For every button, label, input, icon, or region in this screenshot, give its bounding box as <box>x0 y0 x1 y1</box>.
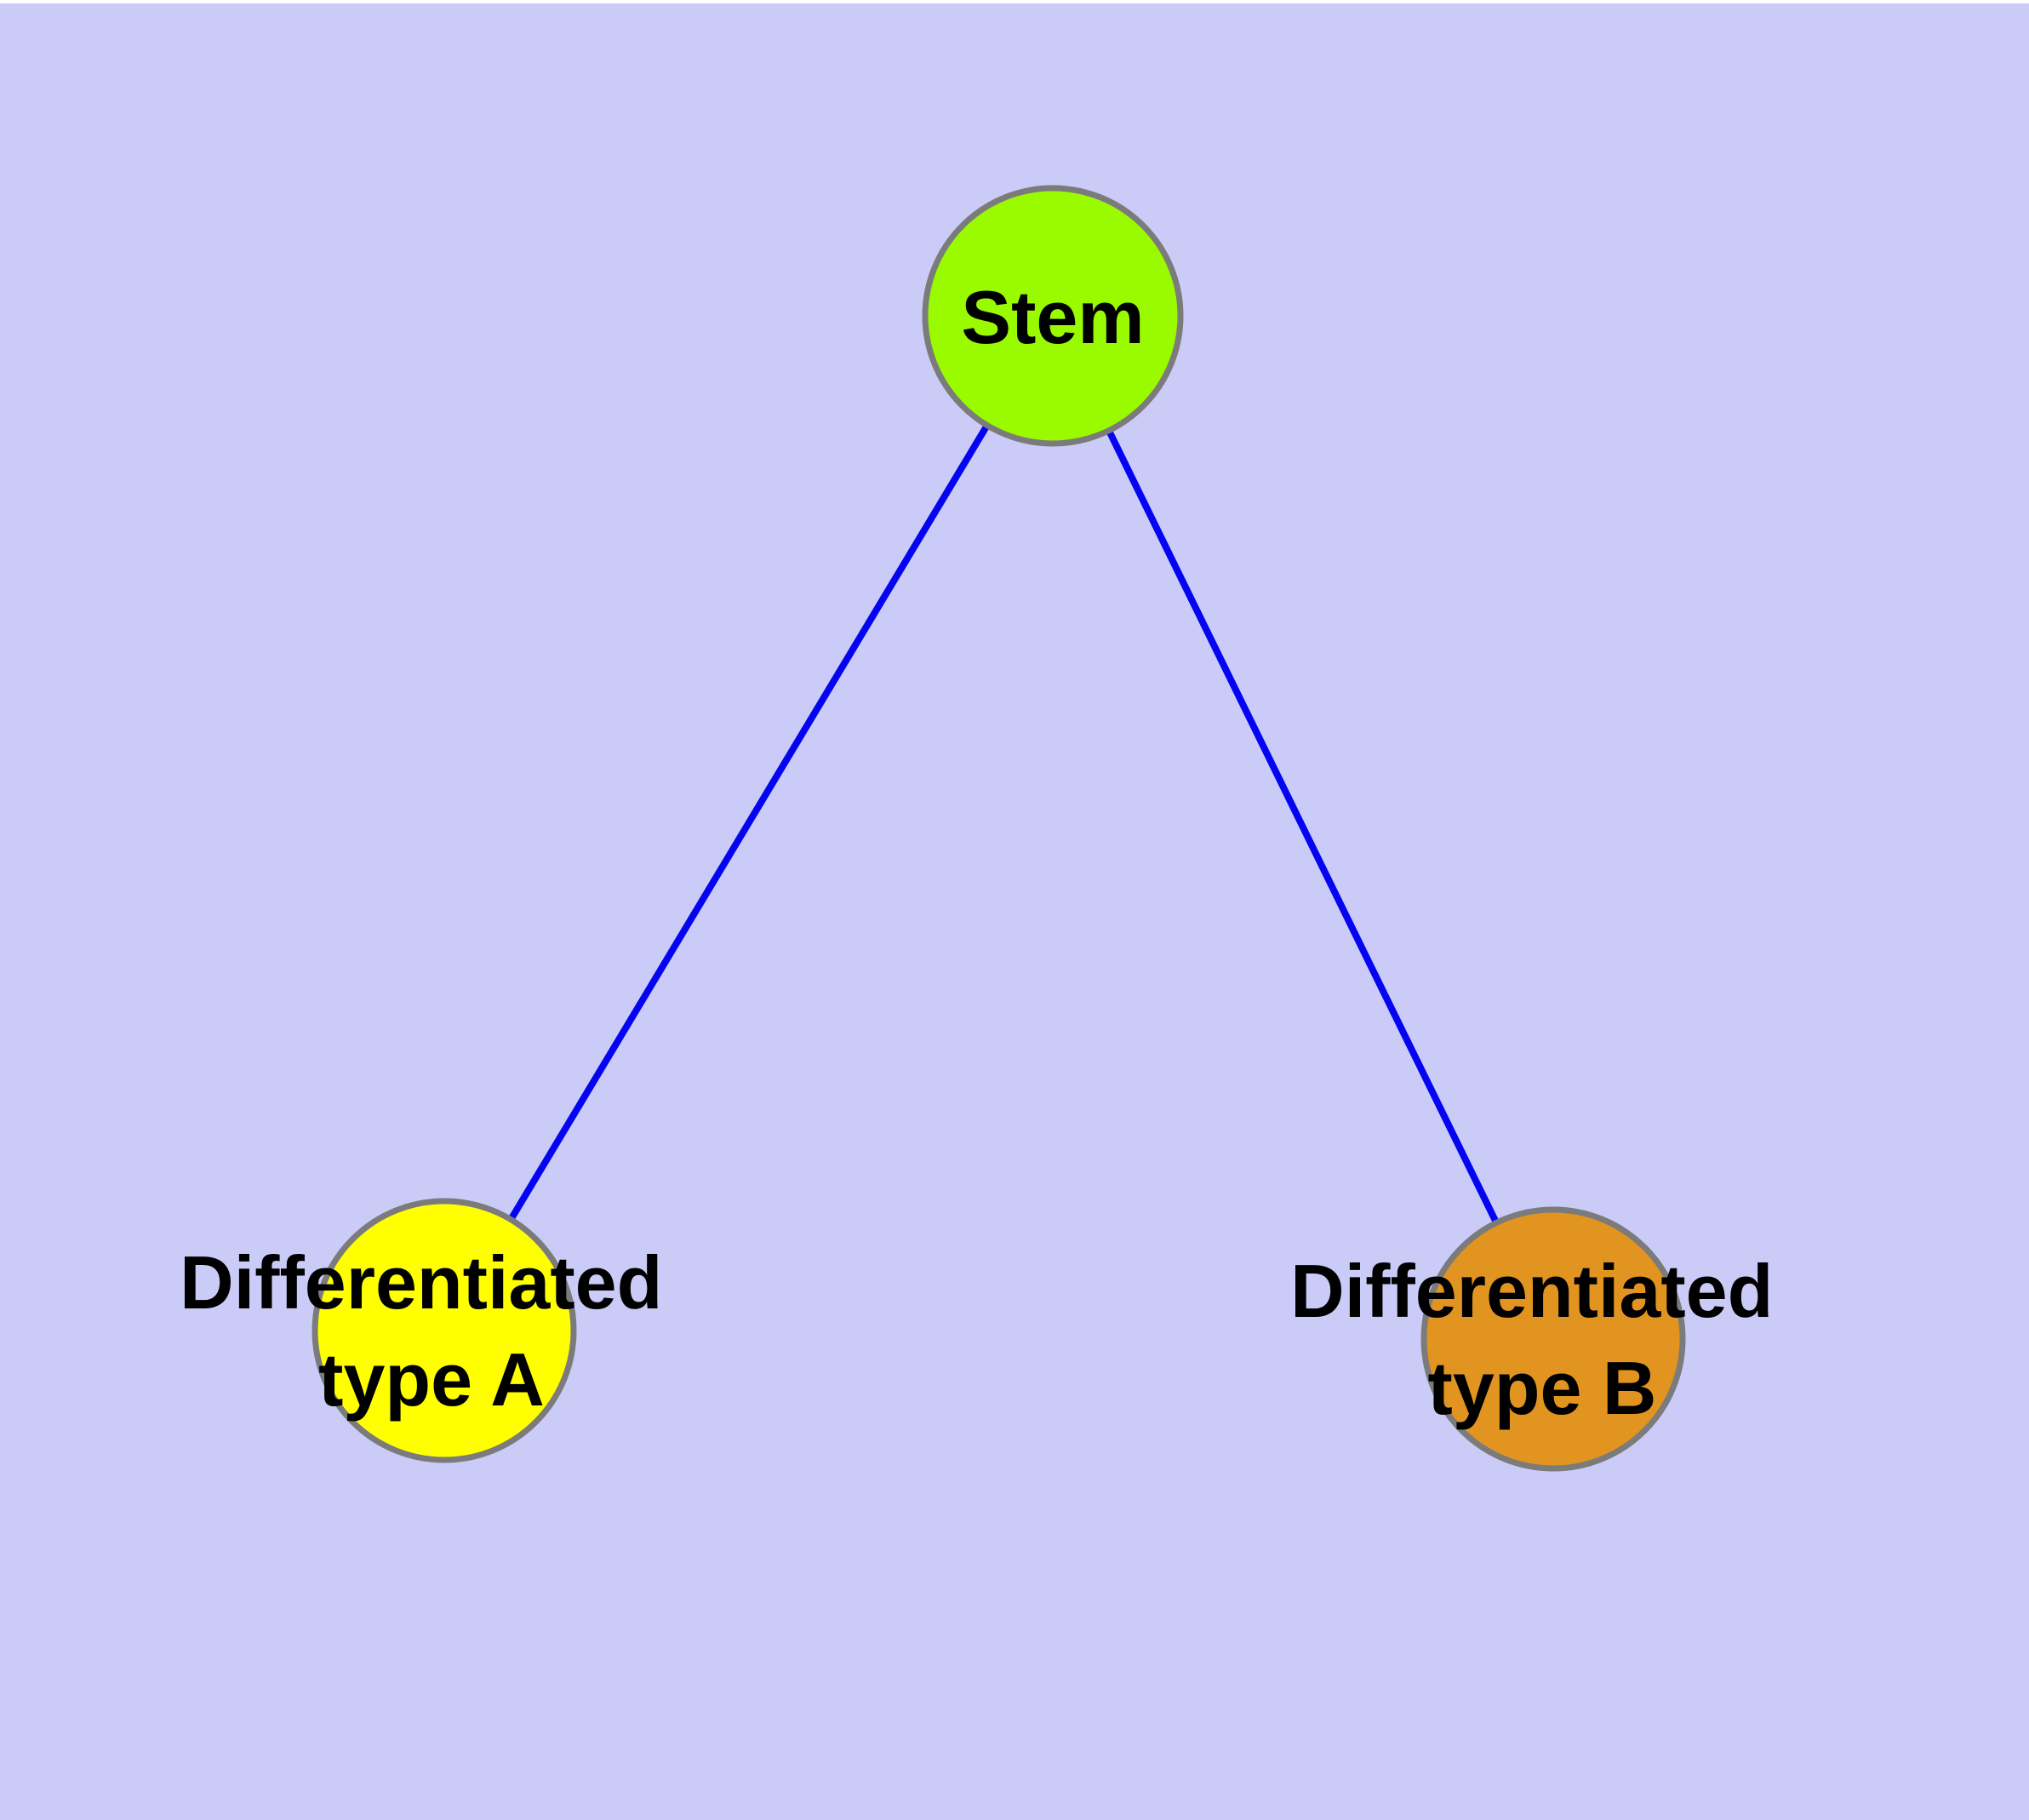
node-type-b-label: Differentiated type B <box>1290 1249 1794 1430</box>
node-stem-circle <box>922 185 1184 447</box>
node-stem-label: Stem <box>961 275 1144 359</box>
node-type-b-label-line1: Differentiated <box>1290 1249 1773 1333</box>
diagram-canvas: Stem Differentiated type A Differentiate… <box>0 3 2029 1820</box>
edge-stem-to-type-b <box>1049 314 1557 1341</box>
edge-stem-to-type-a <box>441 313 1056 1333</box>
node-type-a-circle <box>311 1198 577 1463</box>
node-type-b-label-line2: type B <box>1428 1346 1657 1430</box>
node-type-b-circle <box>1420 1206 1686 1472</box>
node-type-a-label-line2: type A <box>318 1337 545 1422</box>
node-type-a-label-line1: Differentiated <box>180 1240 662 1325</box>
node-type-a-label: Differentiated type A <box>180 1240 683 1422</box>
